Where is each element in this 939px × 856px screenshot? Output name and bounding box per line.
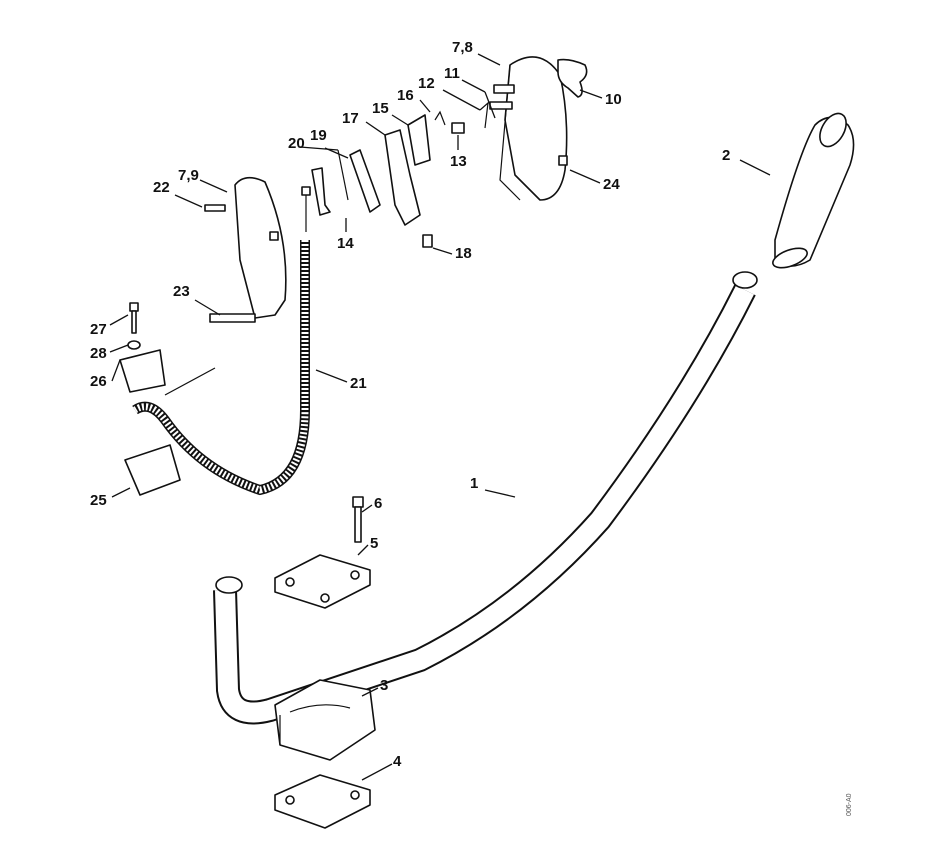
small-parts <box>127 91 568 350</box>
callout-18: 18 <box>455 245 472 262</box>
callout-1: 1 <box>470 475 478 492</box>
callout-25: 25 <box>90 492 107 509</box>
callout-7-9: 7,9 <box>178 167 199 184</box>
cable-holder-parts <box>119 349 181 496</box>
callout-20: 20 <box>288 135 305 152</box>
callout-4: 4 <box>393 753 402 770</box>
screw-6 <box>352 496 364 543</box>
callout-12: 12 <box>418 75 435 92</box>
clamp-plate-top <box>274 554 371 609</box>
clamp-plate-bottom <box>274 774 371 829</box>
reference-code: 006-A0 <box>846 793 853 816</box>
callout-2: 2 <box>722 147 730 164</box>
callout-17: 17 <box>342 110 359 127</box>
callout-labels: 1 2 3 4 5 6 7,8 7,9 10 11 12 13 14 15 16… <box>90 39 730 770</box>
handle-grip <box>772 112 855 269</box>
throttle-cable <box>132 240 310 496</box>
callout-23: 23 <box>173 283 190 300</box>
callout-14: 14 <box>337 235 354 252</box>
callout-27: 27 <box>90 321 107 338</box>
callout-6: 6 <box>374 495 382 512</box>
callout-19: 19 <box>310 127 327 144</box>
callout-16: 16 <box>397 87 414 104</box>
callout-15: 15 <box>372 100 389 117</box>
leader-lines <box>109 53 771 781</box>
callout-5: 5 <box>370 535 378 552</box>
housing-half-right <box>489 56 568 201</box>
callout-22: 22 <box>153 179 170 196</box>
callout-3: 3 <box>380 677 388 694</box>
callout-11: 11 <box>444 65 460 82</box>
callout-24: 24 <box>603 176 620 193</box>
callout-7-8: 7,8 <box>452 39 473 56</box>
throttle-lock-lever <box>557 58 588 98</box>
handlebar-tube <box>213 271 758 725</box>
callout-28: 28 <box>90 345 107 362</box>
housing-half-left <box>234 176 287 319</box>
callout-10: 10 <box>605 91 622 108</box>
callout-21: 21 <box>350 375 367 392</box>
callout-13: 13 <box>450 153 467 170</box>
callout-26: 26 <box>90 373 107 390</box>
clamp-lower <box>274 679 376 761</box>
